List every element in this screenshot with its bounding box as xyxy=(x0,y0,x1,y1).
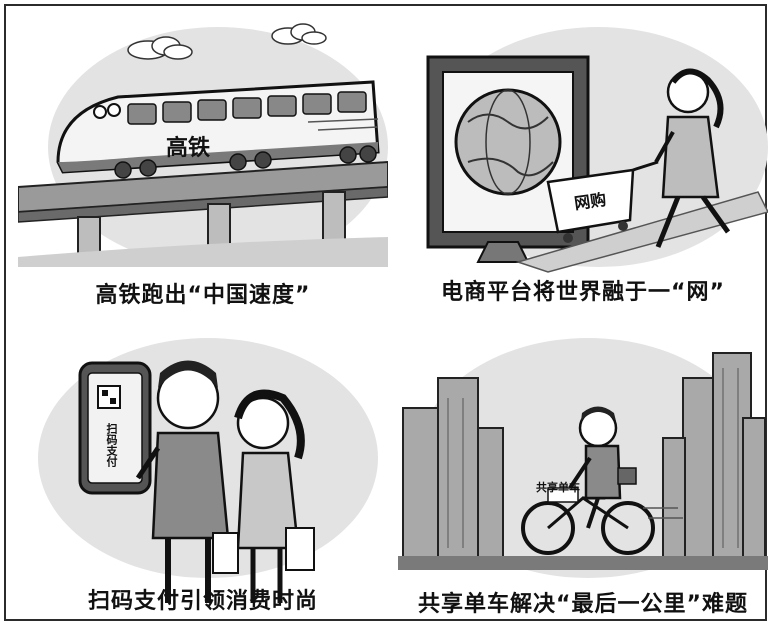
caption-qr-payment: 扫码支付引领消费时尚 xyxy=(87,589,318,614)
bike-label: 共享单车 xyxy=(536,481,580,494)
cart-label: 网购 xyxy=(573,189,608,214)
train-label: 高铁 xyxy=(166,136,211,161)
caption-high-speed-rail: 高铁跑出“中国速度” xyxy=(95,283,311,308)
panel-ecommerce: 网购 电商平台将世界融于一“网” xyxy=(398,12,768,312)
caption-shared-bike: 共享单车解决“最后一公里”难题 xyxy=(418,592,748,617)
globe-screen-shopping-icon xyxy=(426,27,768,273)
phone-label: 扫码支付 xyxy=(105,423,118,467)
high-speed-train-icon xyxy=(18,23,388,267)
qr-phone-shopping-icon xyxy=(38,338,378,603)
panel-high-speed-rail: 高铁 高铁跑出“中国速度” xyxy=(18,12,388,312)
illustration-frame: 高铁 高铁跑出“中国速度” xyxy=(4,4,768,621)
caption-ecommerce: 电商平台将世界融于一“网” xyxy=(441,280,725,305)
shared-bike-icon xyxy=(398,338,768,578)
panel-shared-bike: 共享单车 共享单车解决“最后一公里”难题 xyxy=(398,318,768,618)
panel-qr-payment: 扫码支付 扫码支付引领消费时尚 xyxy=(18,318,388,618)
